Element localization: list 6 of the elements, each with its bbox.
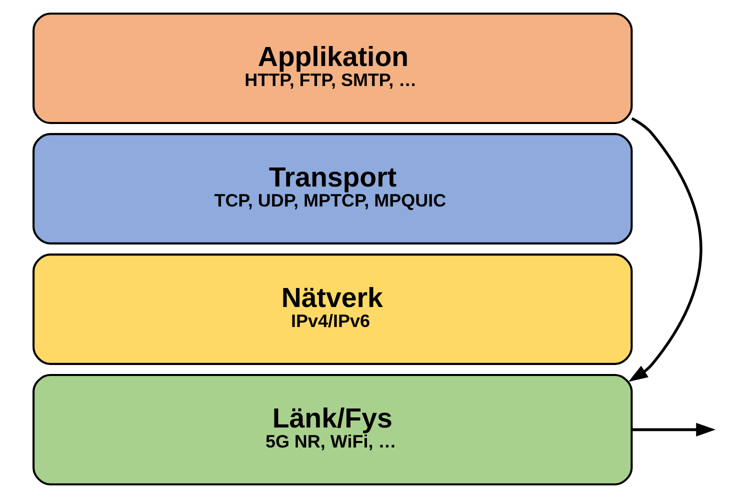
node-box: Applikation HTTP, FTP, SMTP, … xyxy=(32,12,633,124)
arrow xyxy=(628,117,702,382)
node-box: Länk/Fys 5G NR, WiFi, … xyxy=(32,374,633,486)
node-box: Nätverk IPv4/IPv6 xyxy=(32,254,633,365)
arrow xyxy=(632,422,716,436)
node-box: Transport TCP, UDP, MPTCP, MPQUIC xyxy=(32,133,633,244)
